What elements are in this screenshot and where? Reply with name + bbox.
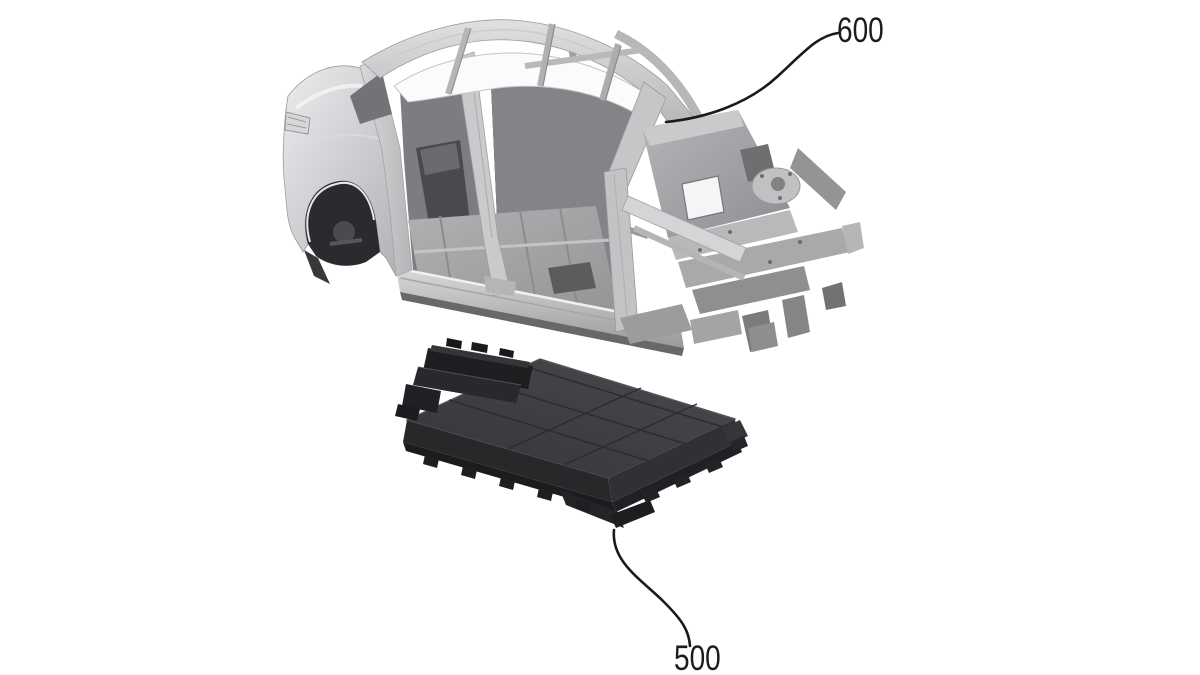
dash-cross-member bbox=[668, 210, 798, 260]
taillight-recess bbox=[284, 111, 311, 135]
battery-front-left-face bbox=[403, 420, 612, 502]
cowl-top bbox=[642, 110, 744, 146]
battery-mounting-tabs bbox=[423, 420, 748, 512]
roof-bows bbox=[445, 23, 622, 103]
front-rail-lower bbox=[692, 266, 810, 314]
leader-line-600 bbox=[664, 31, 840, 124]
front-structure bbox=[620, 110, 864, 352]
battery-corner-foot bbox=[560, 490, 624, 528]
front-rail-upper bbox=[678, 228, 850, 288]
battery-cover-seams bbox=[448, 365, 724, 466]
firewall-panel bbox=[642, 110, 790, 238]
ref-label-500: 500 bbox=[674, 639, 721, 675]
leader-line-500 bbox=[612, 528, 692, 648]
b-pillar bbox=[455, 51, 516, 297]
battery-module-cluster bbox=[395, 338, 533, 421]
battery-front-right-face bbox=[608, 419, 738, 502]
hvac-opening bbox=[681, 175, 725, 221]
a-pillar bbox=[607, 81, 667, 187]
battery-pack bbox=[395, 338, 748, 528]
quarter-panel-highlights bbox=[293, 83, 385, 151]
rear-wheel-arch bbox=[304, 180, 380, 284]
diagonal-brace bbox=[621, 195, 747, 263]
quarter-glass-opening bbox=[350, 72, 392, 124]
torque-box bbox=[620, 304, 692, 344]
car-body-frame bbox=[282, 19, 864, 356]
ref-label-600: 600 bbox=[837, 11, 884, 50]
